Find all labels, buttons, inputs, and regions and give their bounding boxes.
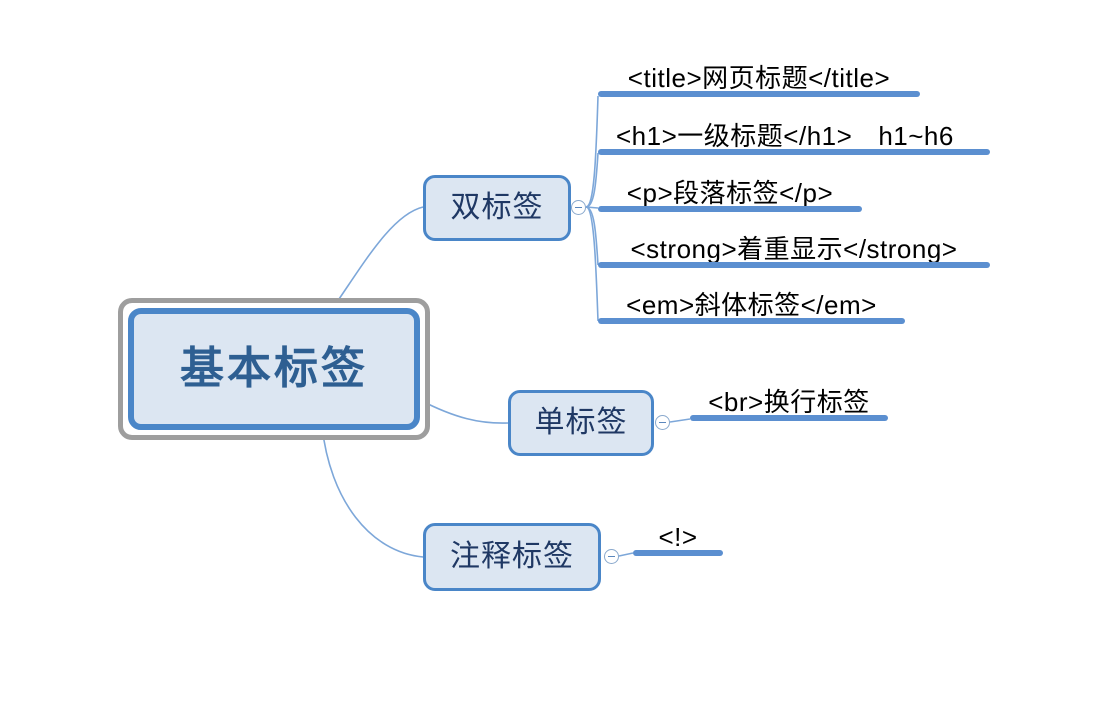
leaf-node-label: <em>斜体标签</em> (626, 290, 877, 320)
leaf-node-label: <br>换行标签 (708, 387, 870, 417)
leaf-node-title-tag[interactable]: <title>网页标题</title> (598, 55, 920, 97)
leaf-underline-bar (633, 550, 723, 556)
leaf-node-br-tag[interactable]: <br>换行标签 (690, 379, 888, 421)
leaf-node-note: h1~h6 (878, 121, 954, 151)
branch-node-comment-tag[interactable]: 注释标签 (423, 523, 601, 591)
leaf-node-strong-tag[interactable]: <strong>着重显示</strong> (598, 226, 990, 268)
collapse-minus-icon-comment-tag[interactable] (604, 549, 619, 564)
branch-node-label: 注释标签 (450, 540, 574, 573)
leaf-underline-bar (598, 91, 920, 97)
leaf-node-h1-tag[interactable]: <h1>一级标题</h1> h1~h6 (598, 113, 990, 155)
leaf-underline-bar (690, 415, 888, 421)
leaf-node-em-tag[interactable]: <em>斜体标签</em> (598, 282, 905, 324)
root-node[interactable]: 基本标签 (128, 308, 420, 430)
leaf-node-comment-mark[interactable]: <!> (633, 514, 723, 556)
leaf-underline-bar (598, 318, 905, 324)
leaf-node-label: <p>段落标签</p> (626, 178, 834, 208)
leaf-node-label: <strong>着重显示</strong> (630, 234, 958, 264)
collapse-minus-icon-double-tag[interactable] (571, 200, 586, 215)
branch-node-single-tag[interactable]: 单标签 (508, 390, 654, 456)
leaf-underline-bar (598, 206, 862, 212)
leaf-node-label: <h1>一级标题</h1> (616, 121, 853, 151)
branch-node-label: 双标签 (450, 191, 544, 224)
branch-node-double-tag[interactable]: 双标签 (423, 175, 571, 241)
branch-node-label: 单标签 (534, 406, 628, 439)
root-node-label: 基本标签 (180, 344, 368, 393)
leaf-node-label: <title>网页标题</title> (627, 63, 891, 93)
leaf-underline-bar (598, 262, 990, 268)
leaf-node-label: <!> (658, 522, 698, 552)
collapse-minus-icon-single-tag[interactable] (655, 415, 670, 430)
leaf-node-p-tag[interactable]: <p>段落标签</p> (598, 170, 862, 212)
leaf-node-label-wrap: <h1>一级标题</h1> h1~h6 (616, 123, 954, 149)
leaf-underline-bar (598, 149, 990, 155)
